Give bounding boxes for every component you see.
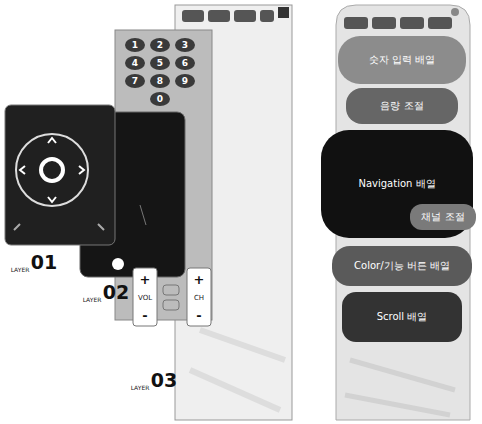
part-label: 9 xyxy=(182,77,188,86)
part-label: - xyxy=(142,309,147,322)
button-zone: 채널 조절 xyxy=(410,204,476,230)
part-label: 4 xyxy=(132,59,138,68)
part-label: - xyxy=(196,309,201,322)
part-label: 7 xyxy=(132,77,138,86)
part-label: 02 xyxy=(103,283,129,302)
part-label: 2 xyxy=(157,41,163,50)
zone-label: Navigation 배열 xyxy=(358,178,435,190)
zone-label: 음량 조절 xyxy=(380,100,423,112)
button-zone: Scroll 배열 xyxy=(342,292,462,342)
zone-label: Scroll 배열 xyxy=(377,311,428,323)
button-zone: 음량 조절 xyxy=(346,88,458,124)
part-label: 0 xyxy=(157,95,163,104)
part-label: LAYER xyxy=(83,297,102,303)
part-label: 03 xyxy=(151,371,177,390)
part-label: 5 xyxy=(157,59,163,68)
zone-label: 숫자 입력 배열 xyxy=(369,54,435,66)
button-zone: 숫자 입력 배열 xyxy=(338,36,466,84)
part-label: 01 xyxy=(31,253,57,272)
button-zone: Color/기능 버튼 배열 xyxy=(332,246,472,286)
part-label: 6 xyxy=(182,59,188,68)
part-label: CH xyxy=(194,295,204,302)
part-label: LAYER xyxy=(131,385,150,391)
part-label: 1 xyxy=(132,41,138,50)
part-label: 8 xyxy=(157,77,163,86)
part-label: 3 xyxy=(182,41,188,50)
zone-label: Color/기능 버튼 배열 xyxy=(354,260,450,272)
zone-label: 채널 조절 xyxy=(421,211,464,223)
part-label: + xyxy=(140,273,151,286)
part-label: VOL xyxy=(138,295,152,302)
part-label: LAYER xyxy=(11,267,30,273)
part-label: + xyxy=(194,273,205,286)
